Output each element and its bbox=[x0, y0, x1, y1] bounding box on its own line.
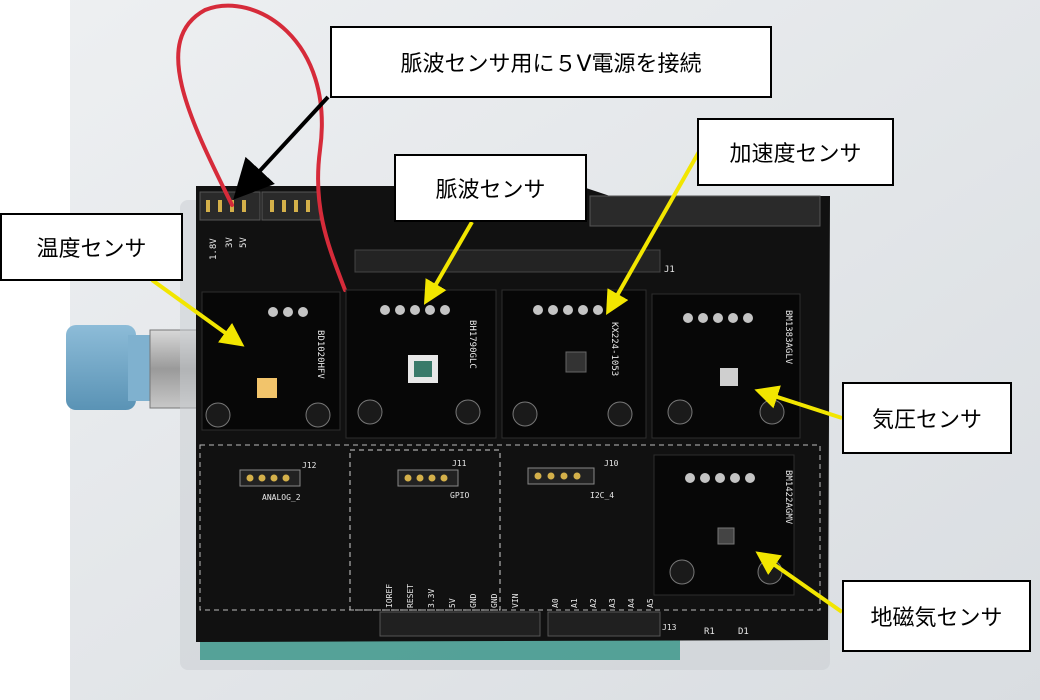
arrow-to-pulse-sensor bbox=[423, 220, 474, 305]
label-analog: ANALOG_2 bbox=[262, 493, 301, 502]
usb-cable bbox=[66, 325, 201, 410]
pin-label-5v: 5V bbox=[239, 237, 249, 248]
temperature-sensor-module: BD1020HFV bbox=[201, 291, 341, 431]
callout-accelerometer: 加速度センサ bbox=[697, 118, 894, 186]
callout-pulse-sensor: 脈波センサ bbox=[394, 154, 587, 222]
label-i2c: I2C_4 bbox=[590, 491, 614, 500]
analog-pin-labels: A0 A1 A2 A3 A4 A5 bbox=[551, 598, 655, 608]
pin-label: 3.3V bbox=[427, 589, 436, 608]
label-j12: J12 bbox=[302, 461, 317, 470]
callout-temperature-sensor: 温度センサ bbox=[0, 213, 183, 281]
pin-label: 5V bbox=[448, 598, 457, 608]
label-d1: D1 bbox=[738, 627, 749, 637]
pin-label: A0 bbox=[551, 598, 560, 608]
analog-header: J12 ANALOG_2 bbox=[239, 461, 317, 502]
pin-label-1-8v: 1.8V bbox=[209, 238, 219, 260]
pin-label: A2 bbox=[589, 598, 598, 608]
pin-label-3v: 3V bbox=[225, 237, 235, 248]
arrow-to-accelerometer bbox=[606, 149, 702, 315]
label-j11: J11 bbox=[452, 459, 467, 468]
callout-pressure-sensor: 気圧センサ bbox=[842, 382, 1012, 454]
accel-chip-label: KX224-1053 bbox=[609, 322, 619, 376]
pin-label: A5 bbox=[646, 598, 655, 608]
arrow-to-power-pins bbox=[233, 95, 330, 200]
photo-frame-edge bbox=[0, 0, 70, 700]
arrow-to-temperature-sensor bbox=[150, 278, 245, 347]
magnetic-chip-label: BM1422AGMV bbox=[783, 470, 793, 525]
digital-header-j1 bbox=[354, 249, 661, 273]
pin-label: IOREF bbox=[385, 584, 394, 608]
arrow-to-magnetic-sensor bbox=[755, 551, 844, 614]
pin-label: RESET bbox=[406, 584, 415, 608]
accelerometer-module: KX224-1053 bbox=[501, 289, 647, 439]
label-j10: J10 bbox=[604, 459, 619, 468]
callout-power-connection: 脈波センサ用に５V電源を接続 bbox=[330, 26, 772, 98]
analog-pin-header bbox=[547, 611, 661, 637]
gpio-header: J11 GPIO bbox=[397, 459, 469, 500]
pin-label: A1 bbox=[570, 598, 579, 608]
label-j13: J13 bbox=[662, 623, 677, 632]
callout-magnetic-sensor: 地磁気センサ bbox=[842, 580, 1031, 652]
temp-chip-label: BD1020HFV bbox=[315, 330, 325, 379]
pulse-chip-label: BH1790GLC bbox=[467, 320, 477, 369]
label-j1: J1 bbox=[664, 265, 675, 275]
pin-label: A3 bbox=[608, 598, 617, 608]
pin-label: GND bbox=[469, 593, 478, 608]
pin-label: GND bbox=[490, 593, 499, 608]
arrow-to-pressure-sensor bbox=[754, 385, 843, 420]
magnetic-sensor-module: BM1422AGMV bbox=[653, 454, 795, 596]
pressure-chip-label: BM1383AGLV bbox=[783, 310, 793, 365]
label-gpio: GPIO bbox=[450, 491, 469, 500]
power-header bbox=[379, 611, 541, 637]
i2c-header: J10 I2C_4 bbox=[527, 459, 619, 500]
pin-label: A4 bbox=[627, 598, 636, 608]
pulse-sensor-module: BH1790GLC bbox=[345, 289, 497, 439]
jumper-wire bbox=[176, 3, 347, 292]
label-r1: R1 bbox=[704, 627, 715, 637]
pressure-sensor-module: BM1383AGLV bbox=[651, 293, 801, 439]
gpio-area-outline bbox=[349, 449, 501, 611]
power-pin-labels: IOREF RESET 3.3V 5V GND GND VIN bbox=[385, 584, 520, 608]
lower-area-outline bbox=[199, 444, 821, 611]
pin-label: VIN bbox=[511, 593, 520, 608]
